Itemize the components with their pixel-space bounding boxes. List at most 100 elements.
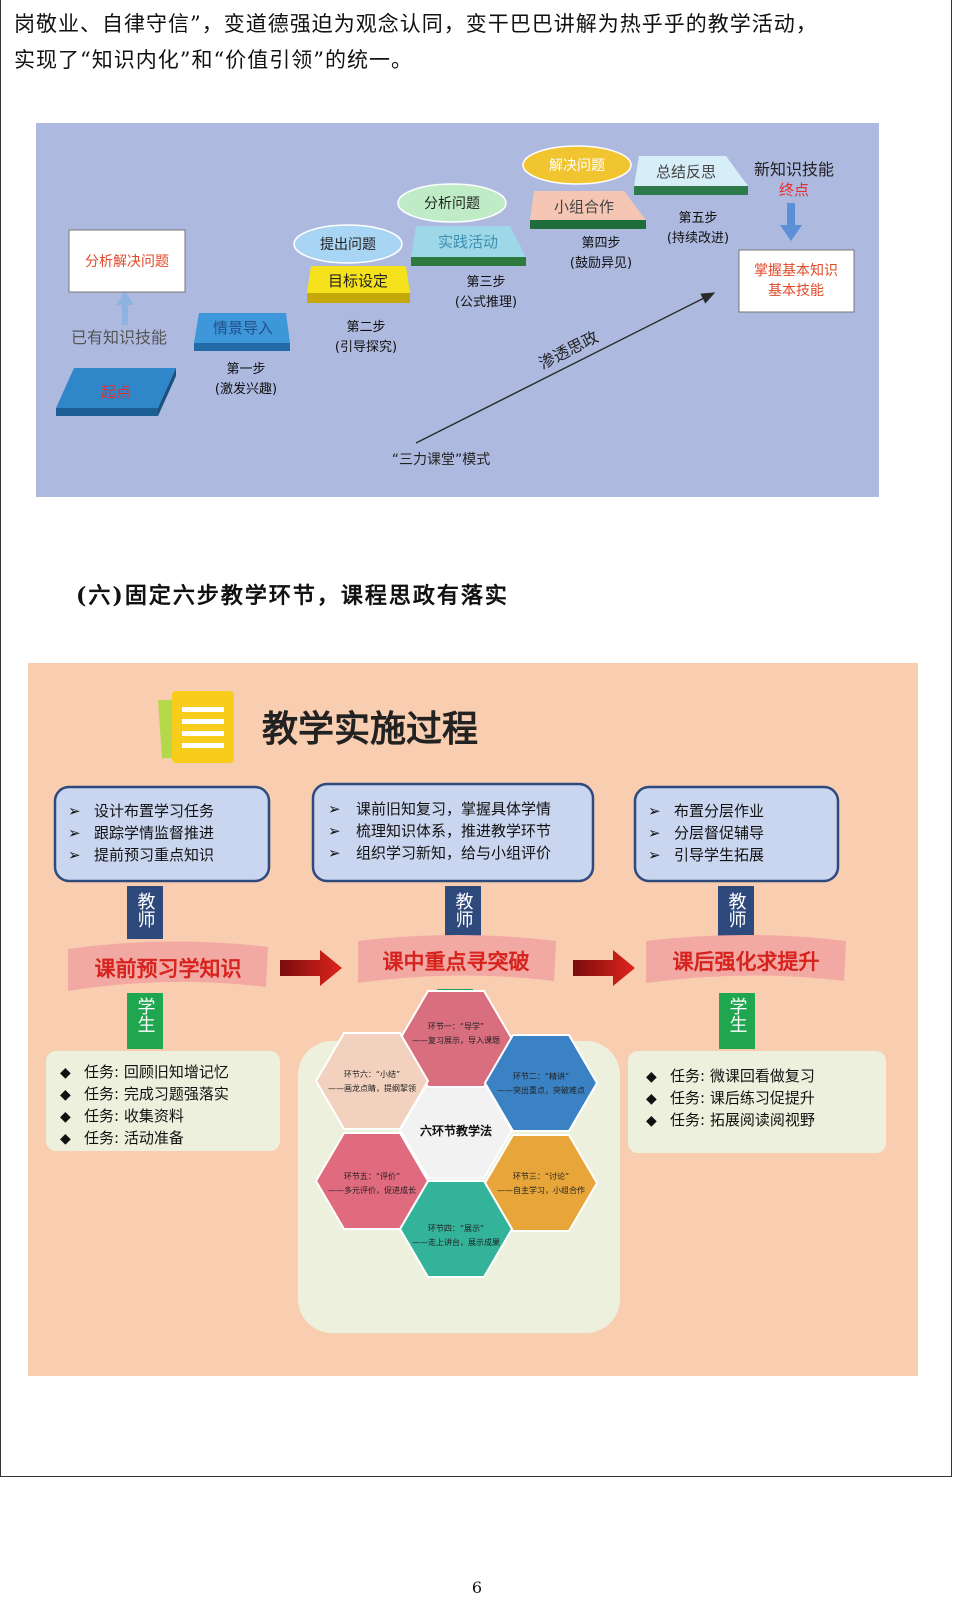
ideology-arrow <box>415 292 716 444</box>
pre-teacher-box <box>53 785 271 883</box>
step4-bubble <box>522 145 632 185</box>
teaching-process-diagram: 教学实施过程 ➢ 设计布置学习任务 ➢ 跟踪学情监督推进 ➢ 提前预习重点知识 … <box>46 691 886 1333</box>
in-banner-label: 课中重点寻突破 <box>383 950 530 974</box>
start-platform: 起点 <box>56 368 176 416</box>
page-number: 6 <box>471 1578 483 1597</box>
pre-student-task-4: 任务: 活动准备 <box>84 1129 184 1147</box>
analyze-solve-label: 分析解决问题 <box>85 254 169 270</box>
post-student-bullet-1: ◆ <box>646 1069 657 1085</box>
post-teacher-bullet-1: ➢ <box>648 802 661 820</box>
post-student-bullet-3: ◆ <box>646 1113 657 1129</box>
analyze-solve-box <box>68 229 186 293</box>
intro-line-2: 实现了“知识内化”和“价值引领”的统一。 <box>14 48 413 72</box>
post-teacher-bullet-3: ➢ <box>648 846 661 864</box>
step3-box: 实践活动 <box>411 226 526 266</box>
post-banner-label: 课后强化求提升 <box>673 950 820 974</box>
arrow-in-to-post-icon <box>573 950 635 986</box>
mode-name-label: “三力课堂”模式 <box>392 452 491 468</box>
pre-student-task-3: 任务: 收集资料 <box>84 1107 184 1125</box>
hexagon-step5: 环节五：“评价” ——多元评价，促进成长 <box>314 1132 430 1230</box>
pre-student-bullet-1: ◆ <box>60 1065 71 1081</box>
new-skills-label: 新知识技能 <box>754 160 834 179</box>
pre-student-label: 学生 <box>127 993 163 1049</box>
intro-line-1: 岗敬业、自律守信”，变道德强迫为观念认同，变干巴巴讲解为热乎乎的教学活动， <box>14 12 818 36</box>
step4-bubble-label: 解决问题 <box>549 158 605 174</box>
post-teacher-task-3: 引导学生拓展 <box>674 846 764 864</box>
pre-student-bullet-4: ◆ <box>60 1131 71 1147</box>
pre-teacher-task-2: 跟踪学情监督推进 <box>94 824 214 842</box>
master-line-1: 掌握基本知识 <box>754 262 838 279</box>
in-teacher-bullet-2: ➢ <box>328 822 341 840</box>
down-arrow-icon <box>780 203 802 241</box>
step2-bubble <box>293 224 403 264</box>
step4-box: 小组合作 <box>530 191 646 229</box>
hexagon-step2-title: 环节二：“精讲” <box>513 1071 569 1081</box>
hexagon-step3-title: 环节三：“讨论” <box>513 1171 569 1181</box>
hexagon-step4-title: 环节四：“展示” <box>428 1224 484 1233</box>
pre-student-bullet-3: ◆ <box>60 1109 71 1125</box>
intro-paragraph: 岗敬业、自律守信”，变道德强迫为观念认同，变干巴巴讲解为热乎乎的教学活动， 实现… <box>14 6 944 78</box>
pre-teacher-label: 教师 <box>127 886 163 939</box>
pre-teacher-bullet-3: ➢ <box>68 846 81 864</box>
teaching-process-figure: 教学实施过程 ➢ 设计布置学习任务 ➢ 跟踪学情监督推进 ➢ 提前预习重点知识 … <box>28 663 918 1376</box>
page-frame <box>0 0 952 1477</box>
step2-subtitle: (引导探究) <box>335 340 397 355</box>
process-title: 教学实施过程 <box>262 708 478 750</box>
pre-teacher-bullet-2: ➢ <box>68 824 81 842</box>
in-banner: 课中重点寻突破 <box>358 935 556 983</box>
pre-teacher-task-1: 设计布置学习任务 <box>94 802 214 820</box>
pre-student-bullet-2: ◆ <box>60 1087 71 1103</box>
three-power-classroom-diagram: 起点 已有知识技能 分析解决问题 情景导入 第一步 (激发兴趣) 提出问题 目标… <box>56 145 855 468</box>
end-label: 终点 <box>779 181 809 199</box>
step4-title: 第四步 <box>581 236 620 251</box>
in-teacher-box <box>311 782 595 883</box>
in-teacher-bullet-3: ➢ <box>328 844 341 862</box>
step3-subtitle: (公式推理) <box>455 295 517 310</box>
in-teacher-bullet-1: ➢ <box>328 800 341 818</box>
post-student-task-3: 任务: 拓展阅读阅视野 <box>670 1111 815 1129</box>
hexagon-step1-title: 环节一：“导学” <box>428 1021 484 1031</box>
step4-box-label: 小组合作 <box>554 198 614 216</box>
post-teacher-task-1: 布置分层作业 <box>674 802 764 820</box>
pre-banner: 课前预习学知识 <box>68 941 268 991</box>
notepad-icon <box>157 691 234 763</box>
post-student-task-1: 任务: 微课回看做复习 <box>670 1067 815 1085</box>
hexagon-step6-title: 环节六：“小结” <box>344 1069 400 1079</box>
step3-box-label: 实践活动 <box>438 233 498 251</box>
step3-bubble <box>397 183 507 223</box>
step4-subtitle: (鼓励异见) <box>570 256 632 271</box>
step1-box-label: 情景导入 <box>213 319 273 337</box>
pre-banner-label: 课前预习学知识 <box>95 957 242 981</box>
master-line-2: 基本技能 <box>768 282 824 299</box>
svg-text:教师: 教师 <box>453 892 474 928</box>
arrow-pre-to-in-icon <box>280 950 342 986</box>
step5-title: 第五步 <box>678 211 717 226</box>
hexagon-step5-title: 环节五：“评价” <box>344 1172 400 1181</box>
in-teacher-task-2: 梳理知识体系，推进教学环节 <box>356 822 551 840</box>
post-student-task-2: 任务: 课后练习促提升 <box>670 1089 815 1107</box>
step5-subtitle: (持续改进) <box>667 231 729 246</box>
step5-box-label: 总结反思 <box>656 163 716 181</box>
step3-title: 第三步 <box>466 275 505 290</box>
pre-student-task-1: 任务: 回顾旧知增记忆 <box>84 1063 229 1081</box>
step2-title: 第二步 <box>346 320 385 335</box>
post-teacher-label: 教师 <box>718 886 754 939</box>
hexagon-center-label: 六环节教学法 <box>420 1123 492 1138</box>
in-teacher-task-1: 课前旧知复习，掌握具体学情 <box>356 800 551 818</box>
master-skills-box <box>738 249 855 313</box>
svg-text:教师: 教师 <box>135 892 156 928</box>
hexagon-step3: 环节三：“讨论” ——自主学习，小组合作 <box>483 1134 599 1232</box>
hexagon-step6: 环节六：“小结” ——画龙点睛，提纲挈领 <box>314 1032 430 1130</box>
hexagon-step1-desc: ——复习展示，导入课题 <box>412 1035 500 1045</box>
svg-text:学生: 学生 <box>135 997 156 1033</box>
svg-text:学生: 学生 <box>727 997 748 1033</box>
pre-student-task-2: 任务: 完成习题强落实 <box>84 1085 229 1103</box>
post-teacher-bullet-2: ➢ <box>648 824 661 842</box>
step2-box: 目标设定 <box>307 266 410 303</box>
up-arrow-icon <box>116 291 134 325</box>
hexagon-step5-desc: ——多元评价，促进成长 <box>328 1185 416 1195</box>
in-teacher-task-3: 组织学习新知，给与小组评价 <box>356 844 551 862</box>
post-teacher-task-2: 分层督促辅导 <box>674 824 764 842</box>
pre-teacher-task-3: 提前预习重点知识 <box>94 846 214 864</box>
in-teacher-label: 教师 <box>445 886 481 939</box>
